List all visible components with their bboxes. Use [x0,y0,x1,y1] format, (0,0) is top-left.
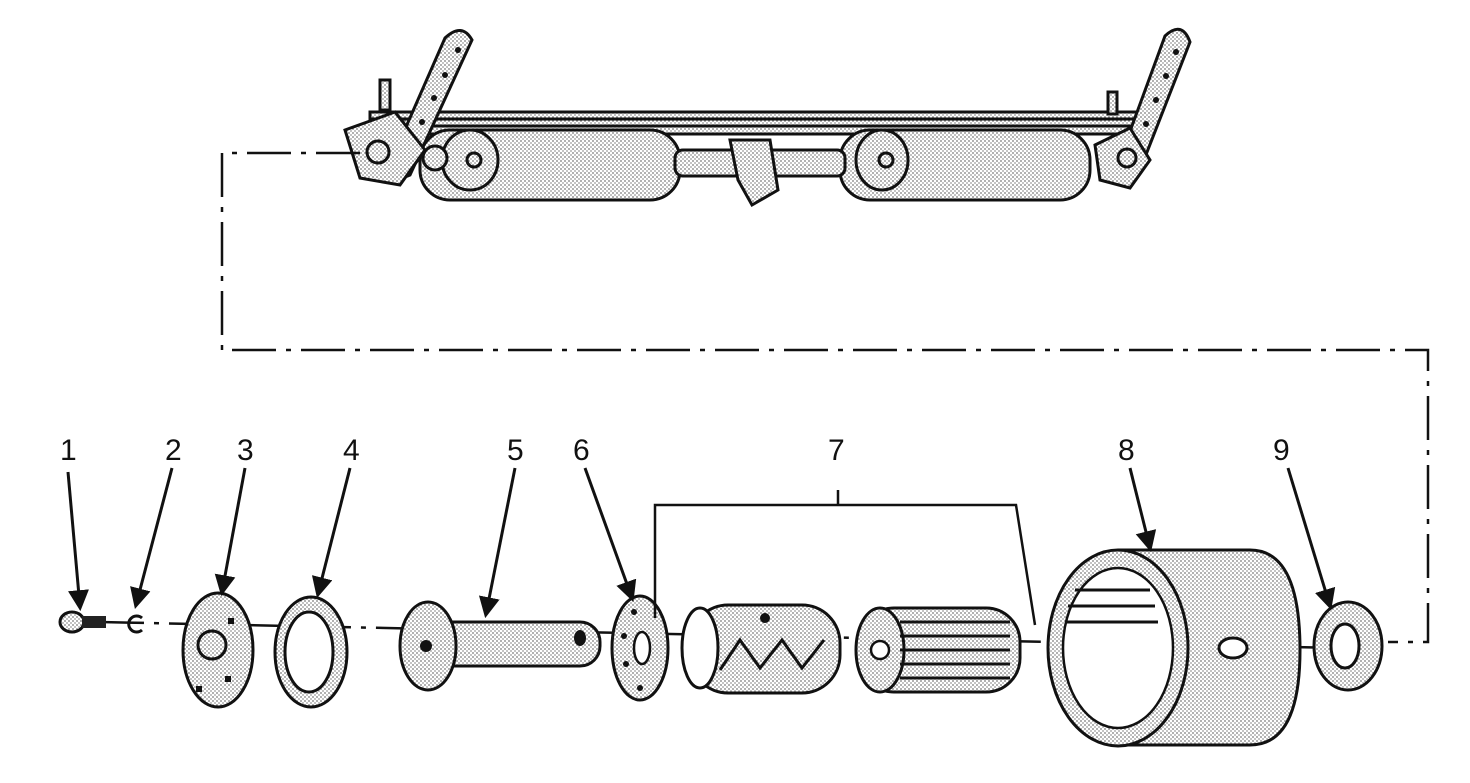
part-4-ring [273,595,349,709]
label-part-1: 1 [60,434,77,467]
label-part-5: 5 [507,434,524,467]
callout-arrows [66,467,1336,619]
part-1-screw [58,610,106,634]
label-part-6: 6 [573,434,590,467]
part-9-end-ring [1312,600,1384,692]
part-5-pin [398,600,602,692]
right-clevis [1093,126,1152,190]
linkage-assembly [343,27,1192,208]
left-clevis [343,110,427,187]
label-part-9: 9 [1273,434,1290,467]
label-part-3: 3 [237,434,254,467]
part-6-washer [610,594,670,702]
exploded-parts [58,490,1384,748]
center-clamp [728,138,780,208]
part-7-bushings [680,603,1022,695]
label-part-7: 7 [828,434,845,467]
leader-lines [220,151,1430,644]
label-part-8: 8 [1118,434,1135,467]
part-2-clip [127,614,143,634]
label-part-2: 2 [165,434,182,467]
part-labels: 1 2 3 4 5 6 7 8 9 [60,434,1290,467]
part-8-housing [1046,548,1302,748]
label-part-4: 4 [343,434,360,467]
part-3-flange [181,591,255,709]
